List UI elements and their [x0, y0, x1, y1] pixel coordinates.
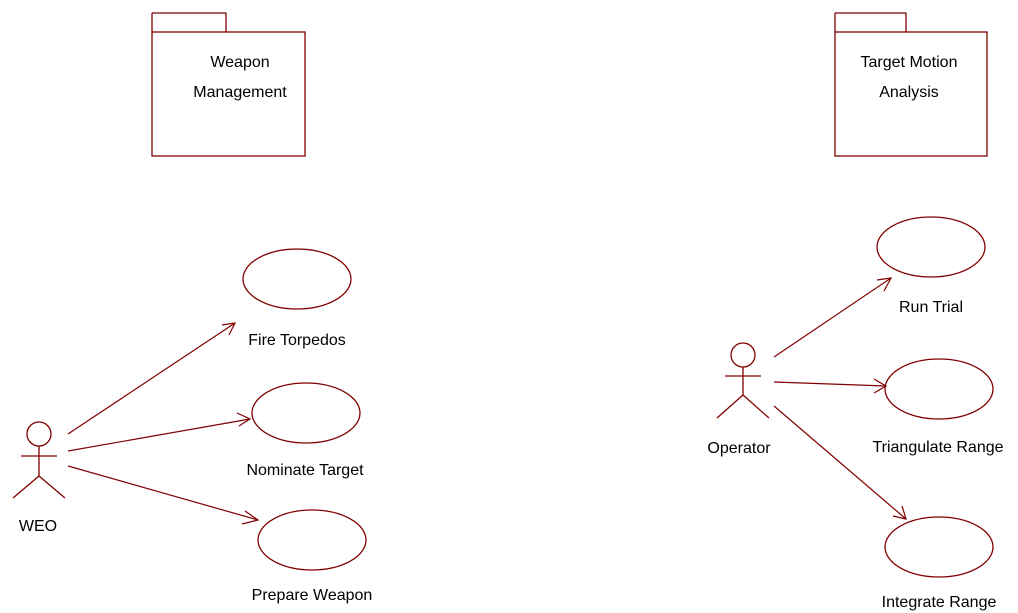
use-case-triangulate-range[interactable]: Triangulate Range [872, 358, 1004, 456]
use-case-ellipse [884, 516, 994, 578]
association-weo-fire-torpedos [67, 322, 237, 435]
actor-head [730, 342, 756, 368]
use-case-ellipse [257, 509, 367, 571]
package-body [151, 31, 306, 157]
package-target-motion-analysis[interactable]: Target Motion Analysis [834, 12, 988, 157]
package-label-line2: Management [193, 84, 287, 101]
use-case-label: Nominate Target [246, 462, 364, 479]
use-case-label: Fire Torpedos [248, 332, 346, 349]
actor-operator[interactable] [716, 342, 770, 419]
package-tab [152, 12, 227, 32]
association-weo-prepare-weapon [67, 465, 260, 525]
actor-label-weo: WEO [19, 518, 57, 535]
use-case-run-trial[interactable]: Run Trial [876, 216, 986, 316]
actor-head [26, 421, 52, 447]
actor-right-leg [742, 394, 770, 419]
use-case-ellipse [242, 248, 352, 310]
package-label-line1: Target Motion [861, 54, 958, 71]
package-tab [835, 12, 907, 32]
use-case-ellipse [884, 358, 994, 420]
package-label-line1: Weapon [210, 54, 269, 71]
package-body [834, 31, 988, 157]
use-case-ellipse [251, 382, 361, 444]
use-case-ellipse [876, 216, 986, 278]
actor-left-leg [716, 394, 744, 419]
actor-right-leg [38, 475, 66, 499]
actor-weo[interactable] [12, 421, 66, 499]
use-case-nominate-target[interactable]: Nominate Target [246, 382, 364, 479]
use-case-label: Prepare Weapon [252, 587, 373, 604]
association-operator-triangulate-range [773, 378, 888, 394]
association-operator-run-trial [773, 277, 893, 358]
use-case-label: Triangulate Range [872, 439, 1003, 456]
use-case-label: Run Trial [899, 299, 963, 316]
package-weapon-management[interactable]: Weapon Management [151, 12, 306, 157]
association-weo-nominate-target [67, 412, 252, 452]
package-label-line2: Analysis [879, 84, 939, 101]
use-case-integrate-range[interactable]: Integrate Range [882, 516, 997, 611]
actor-label-operator: Operator [707, 440, 771, 457]
use-case-fire-torpedos[interactable]: Fire Torpedos [242, 248, 352, 349]
use-case-label: Integrate Range [882, 594, 997, 611]
association-operator-integrate-range [773, 405, 907, 520]
use-case-prepare-weapon[interactable]: Prepare Weapon [252, 509, 373, 604]
actor-left-leg [12, 475, 40, 499]
